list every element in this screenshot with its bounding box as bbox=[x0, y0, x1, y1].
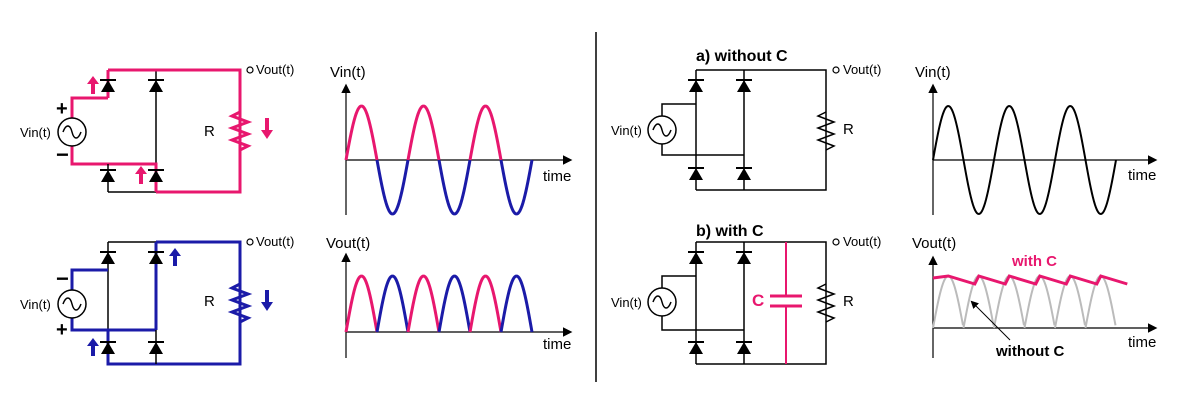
resistor-label: R bbox=[204, 123, 215, 140]
diode-icon bbox=[148, 251, 164, 264]
plot-ylabel: Vout(t) bbox=[326, 235, 370, 252]
minus-sign: − bbox=[56, 142, 69, 167]
resistor-label: R bbox=[204, 293, 215, 310]
positive-half-cycle bbox=[406, 104, 441, 161]
diode-icon bbox=[688, 251, 704, 264]
vout-label: Vout(t) bbox=[256, 234, 294, 249]
resistor-icon bbox=[227, 110, 253, 152]
negative-half-cycle bbox=[437, 159, 472, 216]
negative-half-cycle bbox=[375, 159, 410, 216]
resistor-icon bbox=[815, 111, 837, 151]
vout-label: Vout(t) bbox=[843, 234, 881, 249]
circuit-title: b) with C bbox=[696, 223, 764, 240]
plot-ylabel: Vin(t) bbox=[915, 64, 951, 81]
resistor-icon bbox=[227, 282, 253, 324]
plot-ylabel: Vin(t) bbox=[330, 64, 366, 81]
positive-half-cycle bbox=[468, 104, 503, 161]
diode-icon bbox=[688, 167, 704, 180]
current-arrow-icon bbox=[87, 76, 99, 94]
plot-xlabel: time bbox=[543, 168, 571, 185]
without-c-hump bbox=[993, 274, 1025, 329]
diode-icon bbox=[100, 79, 116, 92]
plus-sign: + bbox=[56, 319, 68, 341]
diode-icon bbox=[148, 169, 164, 182]
current-arrow-icon bbox=[261, 290, 273, 311]
plot-ylabel: Vout(t) bbox=[912, 235, 956, 252]
positive-half-cycle bbox=[344, 104, 379, 161]
positive-hump bbox=[468, 274, 503, 333]
without-c-hump bbox=[1054, 274, 1086, 329]
with-c-label: with C bbox=[1011, 253, 1057, 270]
vin-waveform bbox=[932, 104, 1117, 216]
diode-icon bbox=[148, 341, 164, 354]
vin-label: Vin(t) bbox=[611, 123, 642, 138]
without-c-hump bbox=[932, 274, 964, 329]
resistor-label: R bbox=[843, 121, 854, 138]
diode-icon bbox=[688, 341, 704, 354]
negative-hump bbox=[375, 274, 410, 333]
right-vin-plot: Vin(t) time bbox=[915, 64, 1158, 216]
without-c-hump bbox=[1023, 274, 1056, 329]
current-arrow-icon bbox=[261, 118, 273, 139]
vout-label: Vout(t) bbox=[256, 62, 294, 77]
diode-icon bbox=[736, 167, 752, 180]
diode-icon bbox=[100, 341, 116, 354]
without-c-label: without C bbox=[995, 343, 1064, 360]
plot-xlabel: time bbox=[543, 336, 571, 353]
circuit-top-positive: Vin(t) + − R Vout(t) bbox=[20, 62, 294, 194]
without-c-hump bbox=[1084, 274, 1117, 329]
sine-glyph-icon bbox=[652, 295, 672, 309]
diode-icon bbox=[100, 169, 116, 182]
left-vout-plot: Vout(t) time bbox=[326, 235, 573, 358]
circuit-title: a) without C bbox=[696, 48, 788, 65]
left-vin-plot: Vin(t) time bbox=[330, 64, 573, 216]
diode-icon bbox=[100, 251, 116, 264]
diode-icon bbox=[688, 79, 704, 92]
resistor-icon bbox=[815, 283, 837, 323]
plot-xlabel: time bbox=[1128, 167, 1156, 184]
sine-glyph-icon bbox=[652, 123, 672, 137]
resistor-label: R bbox=[843, 293, 854, 310]
plus-sign: + bbox=[56, 98, 68, 120]
negative-hump bbox=[499, 274, 534, 333]
sine-glyph-icon bbox=[62, 125, 82, 139]
output-terminal-icon bbox=[246, 66, 254, 74]
output-terminal-icon bbox=[832, 66, 840, 74]
plot-xlabel: time bbox=[1128, 334, 1156, 351]
sine-glyph-icon bbox=[62, 297, 82, 311]
diode-icon bbox=[736, 341, 752, 354]
with-c-ripple bbox=[932, 274, 1128, 286]
positive-hump bbox=[406, 274, 441, 333]
current-arrow-icon bbox=[135, 166, 147, 184]
circuit-bottom-negative: Vin(t) − + R Vout(t) bbox=[20, 234, 294, 366]
diode-icon bbox=[736, 79, 752, 92]
current-arrow-icon bbox=[169, 248, 181, 266]
vin-label: Vin(t) bbox=[20, 125, 51, 140]
positive-hump bbox=[344, 274, 379, 333]
capacitor-label: C bbox=[752, 291, 764, 310]
vout-label: Vout(t) bbox=[843, 62, 881, 77]
circuit-b-with-capacitor: b) with C C Vin(t) R Vout(t) bbox=[611, 223, 881, 365]
vin-label: Vin(t) bbox=[20, 297, 51, 312]
vin-label: Vin(t) bbox=[611, 295, 642, 310]
right-vout-plot: Vout(t) time with C without C bbox=[912, 235, 1158, 360]
current-arrow-icon bbox=[87, 338, 99, 356]
output-terminal-icon bbox=[246, 238, 254, 246]
without-c-hump bbox=[962, 274, 995, 329]
minus-sign: − bbox=[56, 266, 69, 291]
negative-hump bbox=[437, 274, 472, 333]
callout-arrow bbox=[970, 300, 1011, 341]
negative-half-cycle bbox=[499, 159, 534, 216]
output-terminal-icon bbox=[832, 238, 840, 246]
circuit-a-without-capacitor: a) without C Vin(t) R Vout(t) bbox=[611, 48, 881, 191]
diode-icon bbox=[736, 251, 752, 264]
diode-icon bbox=[148, 79, 164, 92]
